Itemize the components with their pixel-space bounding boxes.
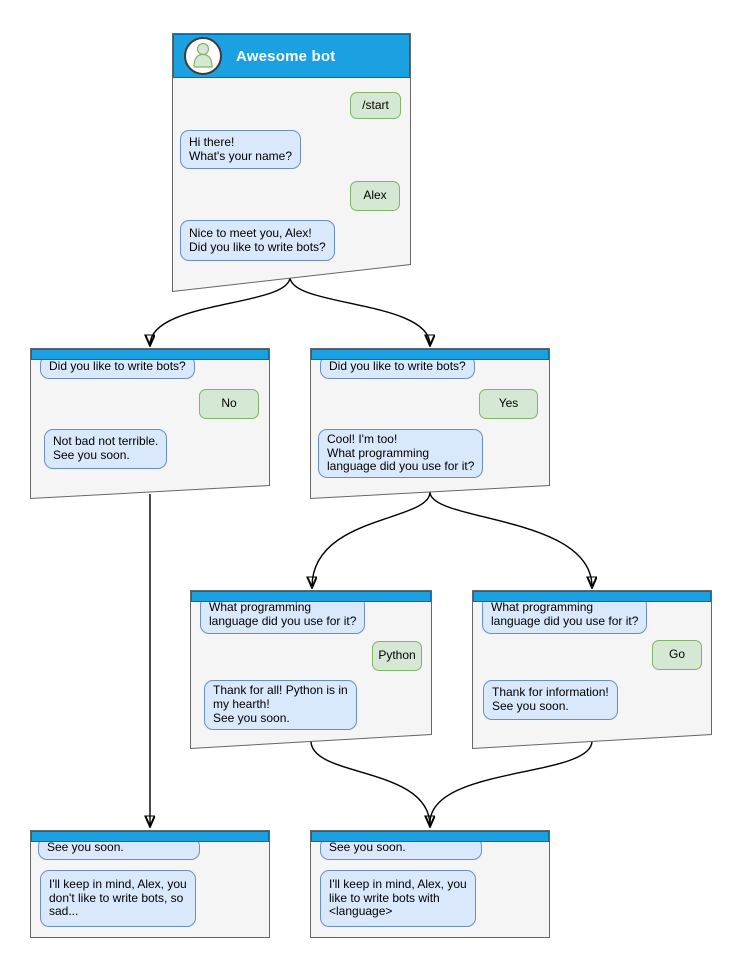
bot-message-bubble: I'll keep in mind, Alex, you don't like …: [40, 870, 196, 927]
bot-title: Awesome bot: [236, 47, 336, 65]
bot-message-bubble: Thank for all! Python is in my hearth! S…: [204, 680, 357, 730]
bot-message-bubble: Nice to meet you, Alex! Did you like to …: [180, 220, 335, 261]
arrow-yes-to-go: [429, 491, 592, 587]
chat-window-yes-branch: Did you like to write bots? Yes Cool! I'…: [310, 348, 550, 501]
bot-message-bubble: Thank for information! See you soon.: [483, 680, 618, 720]
chat-window-no-branch: Did you like to write bots? No Not bad n…: [30, 348, 270, 501]
chat-header: [311, 831, 549, 842]
chat-window-python-branch: What programming language did you use fo…: [190, 590, 432, 749]
chat-header: [31, 349, 269, 360]
user-message-bubble: Go: [652, 640, 702, 670]
user-message-bubble: No: [199, 389, 259, 419]
chat-window-awesome-bot: Awesome bot /start Hi there! What's your…: [172, 33, 411, 292]
bot-message-bubble: What programming language did you use fo…: [200, 596, 366, 634]
bot-avatar-icon: [184, 37, 222, 75]
chat-header: [31, 831, 269, 842]
chat-window-end-no: See you soon. I'll keep in mind, Alex, y…: [30, 830, 270, 938]
bot-message-bubble: Hi there! What's your name?: [180, 130, 302, 169]
chat-header: [473, 591, 711, 602]
arrow-python-to-end: [310, 740, 430, 826]
bot-message-bubble: Cool! I'm too! What programming language…: [318, 429, 484, 478]
chat-window-end-language: See you soon. I'll keep in mind, Alex, y…: [310, 830, 550, 938]
chat-header: [191, 591, 431, 602]
bot-message-bubble: I'll keep in mind, Alex, you like to wri…: [320, 870, 476, 927]
arrow-go-to-end: [429, 740, 593, 824]
user-message-bubble: /start: [350, 92, 401, 119]
user-message-bubble: Python: [372, 641, 422, 671]
chat-header: Awesome bot: [173, 34, 410, 78]
arrow-yes-to-python: [312, 491, 431, 587]
chat-window-go-branch: What programming language did you use fo…: [472, 590, 712, 749]
user-message-bubble: Yes: [479, 389, 538, 419]
bot-message-bubble: Not bad not terrible. See you soon.: [44, 429, 168, 469]
chat-header: [311, 349, 549, 360]
user-message-bubble: Alex: [350, 181, 400, 211]
